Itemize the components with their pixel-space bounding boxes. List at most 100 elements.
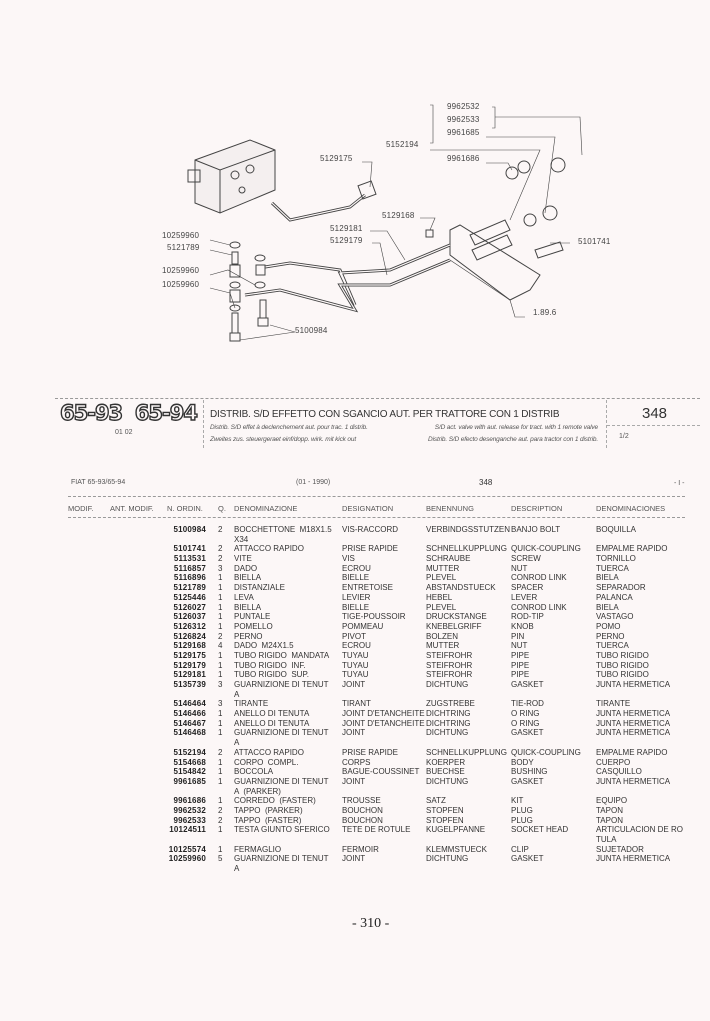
cell-es: BOQUILLA	[596, 525, 637, 534]
cell-q: 2	[218, 747, 223, 757]
cell-de: DICHTUNG	[426, 680, 469, 690]
cell-de: HEBEL	[426, 592, 453, 602]
cell-pn: 5126824	[173, 631, 206, 641]
cell-it: BOCCHETTONE M18X1.5 X34	[234, 525, 332, 544]
cell-it: BOCCOLA	[234, 767, 274, 777]
cell-en: GASKET	[511, 776, 544, 786]
cell-pn: 5129175	[173, 650, 206, 660]
cell-q: 2	[218, 525, 223, 534]
cell-de: PLEVEL	[426, 573, 457, 583]
callout-5129179: 5129179	[330, 236, 363, 245]
cell-q: 5	[218, 854, 223, 864]
cell-fr: JOINT	[342, 854, 366, 864]
table-ref: 348	[479, 478, 493, 487]
cell-de: KNEBELGRIFF	[426, 621, 482, 631]
cell-pn: 5129179	[173, 660, 206, 670]
cell-en: PIN	[511, 631, 525, 641]
cell-de: STOPFEN	[426, 815, 464, 825]
cell-en: ROD-TIP	[511, 612, 544, 622]
cell-q: 1	[218, 670, 223, 680]
cell-fr: LEVIER	[342, 592, 371, 602]
cell-fr: PIVOT	[342, 631, 367, 641]
cell-q: 1	[218, 650, 223, 660]
cell-es: SEPARADOR	[596, 583, 646, 593]
cell-pn: 5146468	[173, 728, 206, 738]
cell-q: 2	[218, 806, 223, 815]
cell-en: PLUG	[511, 815, 533, 825]
cell-pn: 5154668	[173, 757, 206, 767]
col-modif: MODIF.	[68, 504, 94, 513]
callout-9961685: 9961685	[447, 128, 480, 137]
title-fr: Distrib. S/D effet à declenchement aut. …	[210, 424, 368, 431]
cell-it: DADO	[234, 563, 258, 573]
cell-es: CUERPO	[596, 757, 631, 767]
cell-pn: 5126027	[173, 602, 206, 612]
cell-de: KOERPER	[426, 757, 466, 767]
cell-q: 1	[218, 776, 223, 786]
cell-q: 4	[218, 641, 223, 651]
cell-pn: 5152194	[173, 747, 206, 757]
divider	[203, 400, 204, 448]
cell-es: EMPALME RAPIDO	[596, 747, 668, 757]
cell-pn: 5121789	[173, 583, 206, 593]
cell-es: EMPALME RAPIDO	[596, 544, 668, 554]
cell-pn: 5146467	[173, 718, 206, 728]
cell-it: POMELLO	[234, 621, 273, 631]
cell-fr: TIGE-POUSSOIR	[342, 612, 406, 622]
cell-fr: JOINT D'ETANCHEITE	[342, 718, 425, 728]
cell-es: TUBO RIGIDO	[596, 670, 649, 680]
cell-es: SUJETADOR	[596, 844, 644, 854]
cell-de: DRUCKSTANGE	[426, 612, 487, 622]
cell-q: 1	[218, 660, 223, 670]
cell-es: TAPON	[596, 815, 623, 825]
cell-it: ATTACCO RAPIDO	[234, 747, 304, 757]
cell-q: 2	[218, 554, 223, 564]
cell-q: 1	[218, 757, 223, 767]
cell-it: ANELLO DI TENUTA	[234, 709, 310, 719]
callout-10259960-b: 10259960	[162, 266, 200, 275]
cell-en: CLIP	[511, 844, 529, 854]
cell-it: TESTA GIUNTO SFERICO	[234, 825, 330, 835]
cell-en: SOCKET HEAD	[511, 825, 569, 835]
cell-pn: 10259960	[168, 854, 206, 864]
cell-fr: JOINT	[342, 680, 366, 690]
cell-fr: TIRANT	[342, 699, 371, 709]
cell-en: GASKET	[511, 854, 544, 864]
model-name: FIAT 65-93/65-94	[71, 479, 126, 486]
cell-en: KIT	[511, 796, 524, 806]
cell-en: SCREW	[511, 554, 541, 564]
cell-en: QUICK-COUPLING	[511, 544, 581, 554]
cell-de: SCHNELLKUPPLUNG	[426, 747, 507, 757]
cell-fr: TUYAU	[342, 660, 369, 670]
cell-es: TORNILLO	[596, 554, 636, 564]
cell-en: BUSHING	[511, 767, 548, 777]
cell-fr: JOINT	[342, 728, 366, 738]
cell-fr: BAGUE-COUSSINET	[342, 767, 420, 777]
sheet-number: 1/2	[619, 433, 629, 440]
cell-es: EQUIPO	[596, 796, 628, 806]
cell-en: NUT	[511, 641, 528, 651]
cell-fr: ECROU	[342, 563, 371, 573]
col-fr: DESIGNATION	[342, 504, 394, 513]
cell-es: TUBO RIGIDO	[596, 660, 649, 670]
cell-q: 1	[218, 767, 223, 777]
cell-pn: 5135739	[173, 680, 206, 690]
cell-it: FERMAGLIO	[234, 844, 282, 854]
cell-de: SCHRAUBE	[426, 554, 471, 564]
logo-subtitle: 01 02	[115, 429, 133, 436]
cell-es: PALANCA	[596, 592, 633, 602]
cell-pn: 9961685	[173, 776, 206, 786]
cell-q: 1	[218, 583, 223, 593]
cell-it: TUBO RIGIDO INF.	[234, 660, 306, 670]
